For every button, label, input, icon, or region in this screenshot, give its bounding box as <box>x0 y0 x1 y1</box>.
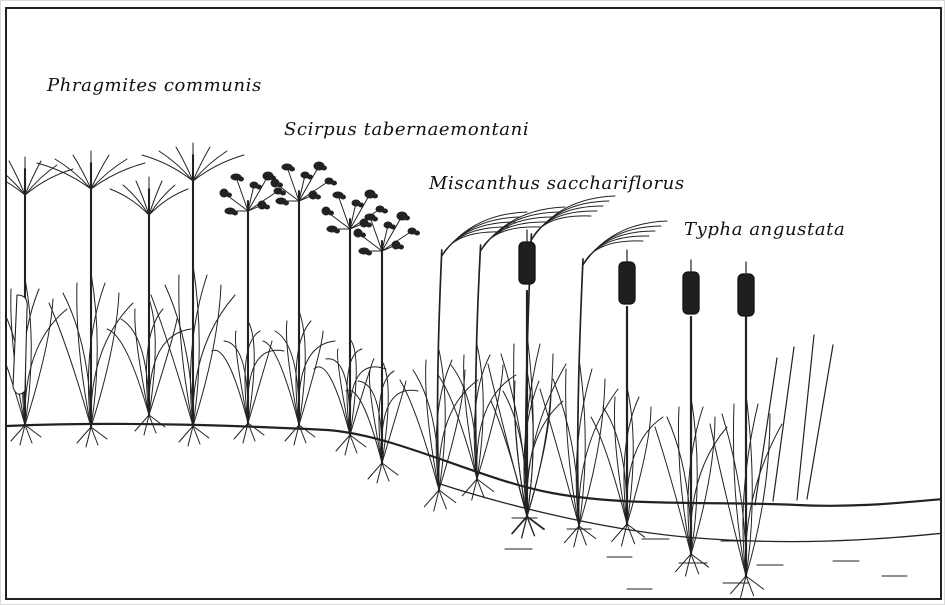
phragmites-leaves <box>151 295 193 426</box>
phragmites-panicle <box>159 151 193 181</box>
miscanthus-plume <box>531 201 609 240</box>
label-miscanthus: Miscanthus sacchariflorus <box>429 175 685 193</box>
scirpus-spikelet <box>281 191 286 195</box>
miscanthus-leaves <box>477 345 483 479</box>
scirpus-spikelet <box>239 177 244 181</box>
label-scirpus: Scirpus tabernaemontani <box>284 121 529 139</box>
tall-leaf <box>773 347 794 501</box>
leaf-sheath <box>13 295 27 394</box>
scirpus-spikelet <box>361 233 366 237</box>
phragmites-leaves <box>91 293 119 427</box>
miscanthus-plume <box>481 222 547 251</box>
label-typha: Typha angustata <box>684 221 845 239</box>
scirpus-spikelet <box>367 251 372 255</box>
phragmites-panicle <box>136 181 149 215</box>
miscanthus-leaves <box>400 380 439 490</box>
miscanthus-leaves <box>579 379 605 526</box>
phragmites-panicle <box>91 159 127 189</box>
scirpus-spikelet <box>399 245 404 249</box>
scirpus-spikelet <box>415 231 420 235</box>
phragmites-panicle <box>149 189 188 215</box>
miscanthus-plume <box>583 221 667 265</box>
miscanthus-plume <box>531 211 597 240</box>
label-phragmites: Phragmites communis <box>47 77 262 95</box>
miscanthus-leaves <box>439 350 445 490</box>
miscanthus-leaves <box>540 389 579 526</box>
phragmites-panicle <box>110 189 149 215</box>
miscanthus-plume <box>583 226 661 265</box>
scirpus-spikelet <box>405 216 410 220</box>
typha-spike <box>519 242 535 284</box>
phragmites-panicle <box>176 147 193 181</box>
phragmites-panicle <box>91 163 145 189</box>
scirpus-spikelet <box>278 183 283 187</box>
vegetation-illustration <box>7 9 942 600</box>
phragmites-leaves <box>25 309 67 425</box>
phragmites-panicle <box>7 165 25 195</box>
miscanthus-plume <box>583 236 649 265</box>
scirpus-spikelet <box>373 194 378 198</box>
scirpus-spikelet <box>233 211 238 215</box>
scirpus-spikelet <box>332 181 337 185</box>
scirpus-spikelet <box>329 211 334 215</box>
scirpus-spikelet <box>373 217 378 221</box>
miscanthus-leaves <box>438 375 477 479</box>
scirpus-spikelet <box>341 195 346 199</box>
scirpus-leaves <box>382 381 406 463</box>
phragmites-panicle <box>149 181 162 215</box>
typha-spike <box>738 274 754 316</box>
phragmites-leaves <box>91 303 133 427</box>
phragmites-panicle <box>25 161 41 195</box>
scirpus-spikelet <box>265 205 270 209</box>
phragmites-panicle <box>91 155 109 189</box>
typha-spike <box>683 272 699 314</box>
miscanthus-leaves <box>579 359 585 526</box>
scirpus-leaves <box>248 341 272 423</box>
scirpus-spikelet <box>367 223 372 227</box>
scirpus-spikelet <box>284 201 289 205</box>
phragmites-panicle <box>142 155 193 181</box>
scirpus-spikelet <box>316 195 321 199</box>
scirpus-spikelet <box>335 229 340 233</box>
scirpus-spikelet <box>322 166 327 170</box>
miscanthus-plume <box>531 196 615 240</box>
miscanthus-plume <box>442 212 527 256</box>
phragmites-panicle <box>9 161 25 195</box>
typha-leaves <box>627 407 651 524</box>
phragmites-panicle <box>25 165 57 195</box>
phragmites-panicle <box>193 147 210 181</box>
scirpus-leaves <box>299 331 323 425</box>
scirpus-spikelet <box>290 167 295 171</box>
scirpus-spikelet <box>383 209 388 213</box>
phragmites-leaves <box>193 285 221 426</box>
typha-spike <box>619 262 635 304</box>
phragmites-panicle <box>37 163 91 189</box>
phragmites-leaves <box>49 303 91 427</box>
phragmites-panicle <box>73 155 91 189</box>
typha-leaves <box>710 424 746 576</box>
typha-leaves <box>591 417 627 524</box>
phragmites-panicle <box>25 169 73 195</box>
scirpus-spikelet <box>227 193 232 197</box>
phragmites-panicle <box>193 151 227 181</box>
